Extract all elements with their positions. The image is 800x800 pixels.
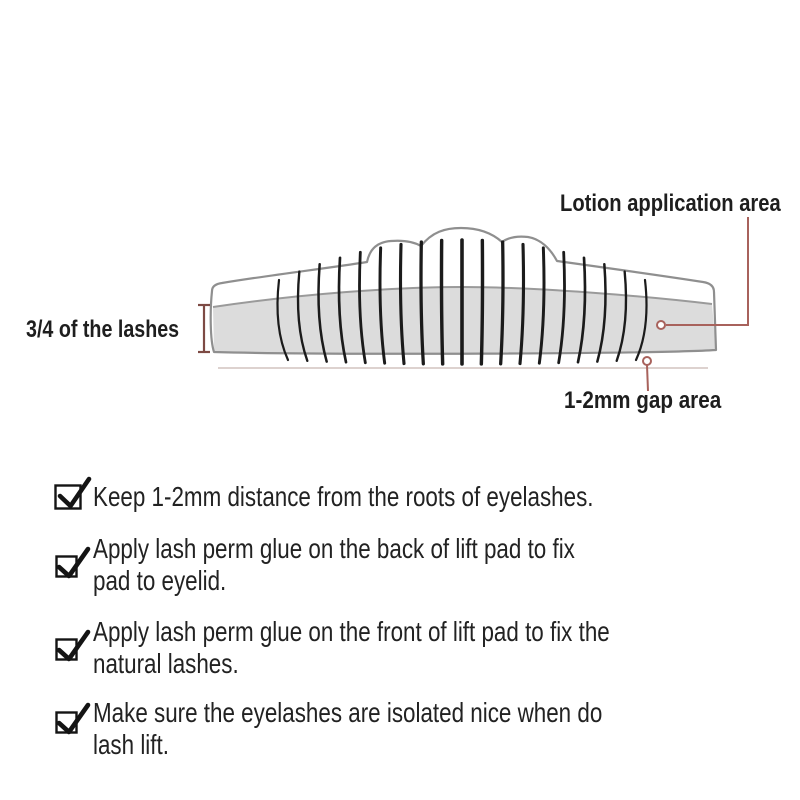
lash-stroke — [479, 238, 485, 366]
lash-stroke — [576, 256, 587, 364]
lash-stroke — [499, 240, 505, 366]
lift-pad-outline — [209, 226, 718, 355]
checkbox-checked-icon — [55, 546, 91, 579]
checklist-item-line: natural lashes. — [93, 648, 239, 679]
checklist-item: Make sure the eyelashes are isolated nic… — [93, 697, 602, 761]
checklist-item: Apply lash perm glue on the back of lift… — [93, 533, 575, 597]
lash-stroke — [518, 242, 526, 366]
lash-stroke — [358, 250, 367, 365]
checklist-item: Keep 1-2mm distance from the roots of ey… — [93, 481, 594, 513]
checkbox-checked-icon — [55, 702, 91, 735]
checklist-item-line: pad to eyelid. — [93, 565, 227, 596]
lash-stroke — [537, 246, 546, 365]
lash-stroke — [398, 242, 406, 366]
three-quarter-bracket — [198, 303, 210, 354]
lash-stroke — [557, 250, 566, 365]
lash-stroke — [634, 278, 648, 362]
lash-stroke — [615, 270, 628, 363]
lash-stroke — [317, 262, 328, 363]
checklist-item-line: Apply lash perm glue on the front of lif… — [93, 616, 610, 647]
checkbox-checked-icon — [55, 629, 91, 662]
lash-stroke — [296, 270, 309, 363]
lash-stroke — [378, 246, 387, 365]
lotion-marker-dot — [656, 320, 666, 330]
checklist-item-line: Keep 1-2mm distance from the roots of ey… — [93, 481, 594, 512]
lash-stroke — [337, 256, 348, 364]
lotion-application-label: Lotion application area — [560, 190, 781, 217]
lash-stroke — [276, 278, 290, 362]
gap-leader-line — [646, 364, 649, 392]
checklist-item-line: Make sure the eyelashes are isolated nic… — [93, 697, 603, 728]
eyelash-fan — [276, 238, 648, 366]
three-quarter-lashes-label: 3/4 of the lashes — [26, 316, 180, 343]
checklist-item-line: Apply lash perm glue on the back of lift… — [93, 533, 575, 564]
lotion-leader-line — [666, 217, 749, 326]
lash-stroke — [439, 238, 445, 366]
lash-stroke — [596, 262, 607, 363]
checklist-item: Apply lash perm glue on the front of lif… — [93, 616, 610, 680]
gap-marker-dot — [642, 356, 652, 366]
checklist-item-line: lash lift. — [93, 729, 169, 760]
checkbox-checked-icon — [54, 476, 92, 510]
lash-stroke — [419, 240, 425, 366]
gap-area-label: 1-2mm gap area — [564, 387, 722, 414]
